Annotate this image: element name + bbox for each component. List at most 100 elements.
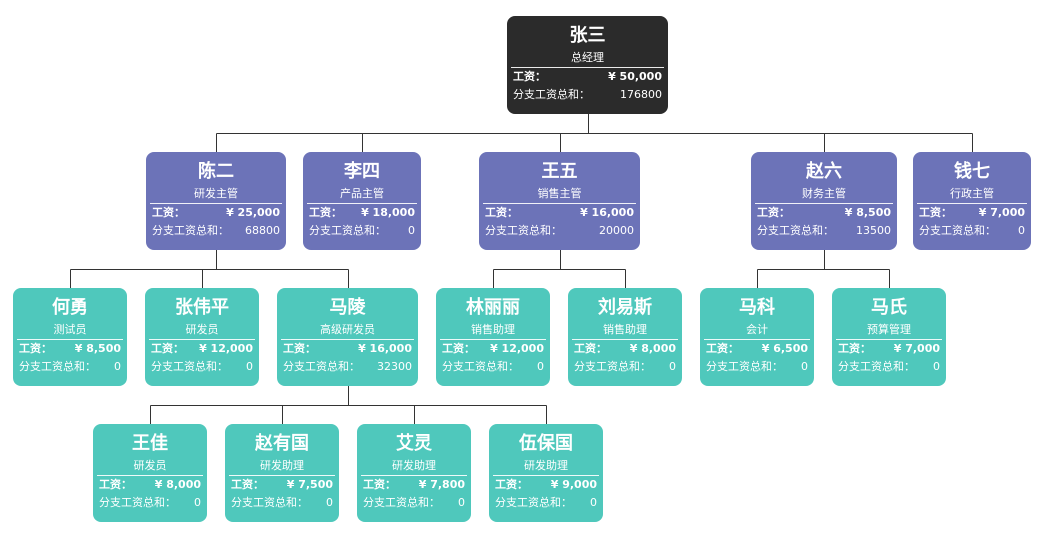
node-divider	[97, 475, 203, 476]
node-divider	[511, 67, 664, 68]
node-divider	[307, 203, 417, 204]
salary-value: ¥ 25,000	[226, 206, 280, 219]
node-maling[interactable]: 马陵 高级研发员 工资：¥ 16,000 分支工资总和：32300	[277, 288, 418, 386]
node-heyong[interactable]: 何勇 测试员 工资：¥ 8,500 分支工资总和：0	[13, 288, 127, 386]
branch-total-row: 分支工资总和：0	[495, 495, 597, 511]
salary-value: ¥ 7,500	[286, 478, 333, 491]
branch-total-label: 分支工资总和：	[151, 360, 228, 373]
node-title: 研发员	[185, 323, 219, 336]
node-title: 销售助理	[471, 323, 515, 336]
branch-total-row: 分支工资总和：32300	[283, 359, 412, 375]
salary-label: 工资：	[152, 206, 185, 219]
node-divider	[755, 203, 893, 204]
node-divider	[17, 339, 123, 340]
salary-label: 工资：	[363, 478, 396, 491]
node-name: 马陵	[329, 297, 366, 318]
node-zhaoliu[interactable]: 赵六 财务主管 工资：¥ 8,500 分支工资总和：13500	[751, 152, 897, 250]
branch-total-row: 分支工资总和： 0	[838, 359, 940, 375]
node-title: 会计	[746, 323, 768, 336]
salary-row: 工资：¥ 8,000	[574, 341, 676, 357]
salary-row: 工资：¥ 8,500	[19, 341, 121, 357]
node-liuyisi[interactable]: 刘易斯 销售助理 工资：¥ 8,000 分支工资总和：0	[568, 288, 682, 386]
node-title: 产品主管	[340, 187, 384, 200]
node-name: 张伟平	[175, 297, 229, 318]
branch-total-row: 分支工资总和：0	[919, 223, 1025, 239]
node-name: 钱七	[954, 161, 990, 182]
node-zhangweiping[interactable]: 张伟平 研发员 工资：¥ 12,000 分支工资总和： 0	[145, 288, 259, 386]
branch-total-label: 分支工资总和：	[99, 496, 176, 509]
node-divider	[704, 339, 810, 340]
salary-row: 工资：¥ 7,000	[919, 205, 1025, 221]
salary-value: ¥ 16,000	[358, 342, 412, 355]
node-divider	[281, 339, 414, 340]
node-name: 赵有国	[255, 433, 309, 454]
branch-total-value: 0	[933, 360, 940, 373]
branch-total-value: 0	[194, 496, 201, 509]
salary-label: 工资：	[309, 206, 342, 219]
node-divider	[493, 475, 599, 476]
node-title: 高级研发员	[320, 323, 375, 336]
node-divider	[149, 339, 255, 340]
node-linlili[interactable]: 林丽丽 销售助理 工资：¥ 12,000 分支工资总和：0	[436, 288, 550, 386]
node-name: 陈二	[198, 161, 234, 182]
node-title: 研发助理	[392, 459, 436, 472]
node-zhaoyouguo[interactable]: 赵有国 研发助理 工资：¥ 7,500 分支工资总和：0	[225, 424, 339, 522]
salary-value: ¥ 9,000	[550, 478, 597, 491]
node-wangwu[interactable]: 王五 销售主管 工资：¥ 16,000 分支工资总和：20000	[479, 152, 640, 250]
node-wubaoguo[interactable]: 伍保国 研发助理 工资：¥ 9,000 分支工资总和：0	[489, 424, 603, 522]
salary-row: 工资： ¥ 25,000	[152, 205, 280, 221]
node-name: 马氏	[871, 297, 907, 318]
salary-row: 工资：¥ 12,000	[151, 341, 253, 357]
salary-label: 工资：	[706, 342, 739, 355]
node-qianqi[interactable]: 钱七 行政主管 工资：¥ 7,000 分支工资总和：0	[913, 152, 1031, 250]
node-lisi[interactable]: 李四 产品主管 工资：¥ 18,000 分支工资总和：0	[303, 152, 421, 250]
node-mashi[interactable]: 马氏 预算管理 工资：¥ 7,000 分支工资总和：0	[832, 288, 946, 386]
branch-total-label: 分支工资总和：	[363, 496, 440, 509]
node-name: 张三	[569, 25, 606, 46]
salary-label: 工资：	[919, 206, 952, 219]
salary-value: ¥ 8,500	[74, 342, 121, 355]
node-title: 销售主管	[537, 187, 582, 200]
branch-total-row: 分支工资总和：0	[442, 359, 544, 375]
branch-total-value: 0	[537, 360, 544, 373]
salary-row: 工资：¥ 9,000	[495, 477, 597, 493]
node-divider	[917, 203, 1027, 204]
salary-row: 工资：¥ 8,500	[757, 205, 891, 221]
branch-total-row: 分支工资总和：176800	[513, 87, 662, 103]
branch-total-value: 0	[458, 496, 465, 509]
salary-row: 工资：¥ 16,000	[485, 205, 634, 221]
node-title: 行政主管	[950, 187, 994, 200]
salary-row: 工资：¥ 16,000	[283, 341, 412, 357]
salary-value: ¥ 50,000	[608, 70, 662, 83]
branch-total-value: 13500	[856, 224, 891, 237]
branch-total-value: 0	[246, 360, 253, 373]
node-title: 销售助理	[603, 323, 647, 336]
branch-total-label: 分支工资总和：	[838, 360, 915, 373]
node-divider	[229, 475, 335, 476]
branch-total-value: 20000	[599, 224, 634, 237]
branch-total-row: 分支工资总和： 0	[99, 495, 201, 511]
node-name: 艾灵	[396, 433, 432, 454]
salary-row: 工资：¥ 6,500	[706, 341, 808, 357]
salary-label: 工资：	[151, 342, 184, 355]
node-ailing[interactable]: 艾灵 研发助理 工资： ¥ 7,800 分支工资总和： 0	[357, 424, 471, 522]
salary-row: 工资：¥ 50,000	[513, 69, 662, 85]
salary-label: 工资：	[574, 342, 607, 355]
node-chener[interactable]: 陈二 研发主管 工资：¥ 25,000 分支工资总和：68800	[146, 152, 286, 250]
branch-total-value: 0	[590, 496, 597, 509]
branch-total-row: 分支工资总和：0	[309, 223, 415, 239]
salary-value: ¥ 7,800	[418, 478, 465, 491]
node-make[interactable]: 马科 会计 工资：¥ 6,500 分支工资总和：0	[700, 288, 814, 386]
branch-total-row: 分支工资总和：68800	[152, 223, 280, 239]
branch-total-value: 0	[801, 360, 808, 373]
branch-total-row: 分支工资总和：20000	[485, 223, 634, 239]
node-name: 刘易斯	[598, 297, 652, 318]
branch-total-label: 分支工资总和：	[231, 496, 308, 509]
branch-total-label: 分支工资总和：	[919, 224, 996, 237]
salary-label: 工资：	[99, 478, 132, 491]
node-zhangsan[interactable]: 张三 总经理 工资：¥ 50,000 分支工资总和：176800	[507, 16, 668, 114]
branch-total-row: 分支工资总和： 0	[363, 495, 465, 511]
branch-total-label: 分支工资总和：	[574, 360, 651, 373]
node-wangjia[interactable]: 王佳 研发员 工资：¥ 8,000 分支工资总和：0	[93, 424, 207, 522]
branch-total-row: 分支工资总和： 0	[151, 359, 253, 375]
